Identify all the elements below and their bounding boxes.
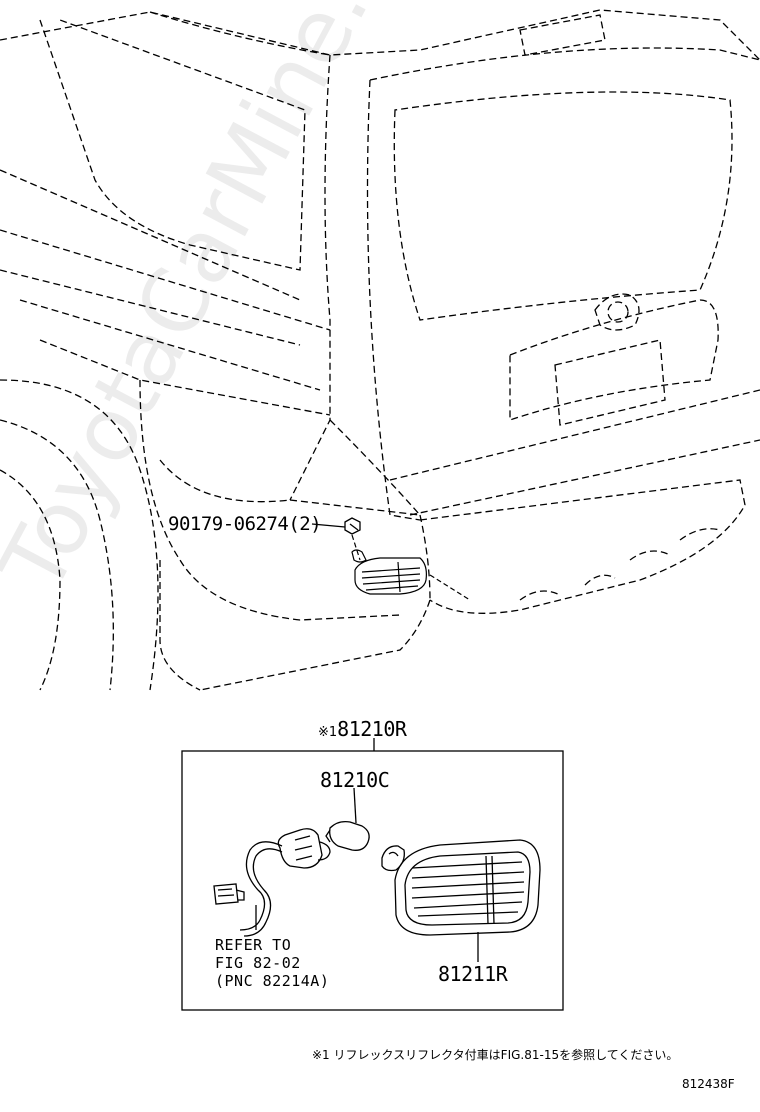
bulb-leader [353,787,357,824]
bolt-part-number: 90179-06274(2) [168,513,322,535]
lens-part-number: 81211R [438,962,508,986]
mounted-reflector [351,549,427,595]
socket-harness [213,828,331,937]
footnote: ※1 リフレックスリフレクタ付車はFIG.81-15を参照してください。 [312,1048,679,1062]
reflector-dash-leader [429,574,471,601]
vehicle-outline [0,9,760,691]
lens-graphic [381,839,541,936]
figure-code: 812438F [682,1077,735,1091]
assembly-mark: ※1 [318,725,338,740]
bulb-part-number: 81210C [320,768,390,792]
bolt-leader [311,523,346,528]
refer-note: REFER TO FIG 82-02 (PNC 82214A) [215,936,330,990]
assembly-box [181,750,564,1011]
bolt-graphic [344,517,361,535]
assembly-part-number: 81210R [337,717,407,741]
assembly-callout: ※181210R [318,717,407,741]
bulb-graphic [325,820,370,851]
bolt-dash-leader [351,534,361,561]
